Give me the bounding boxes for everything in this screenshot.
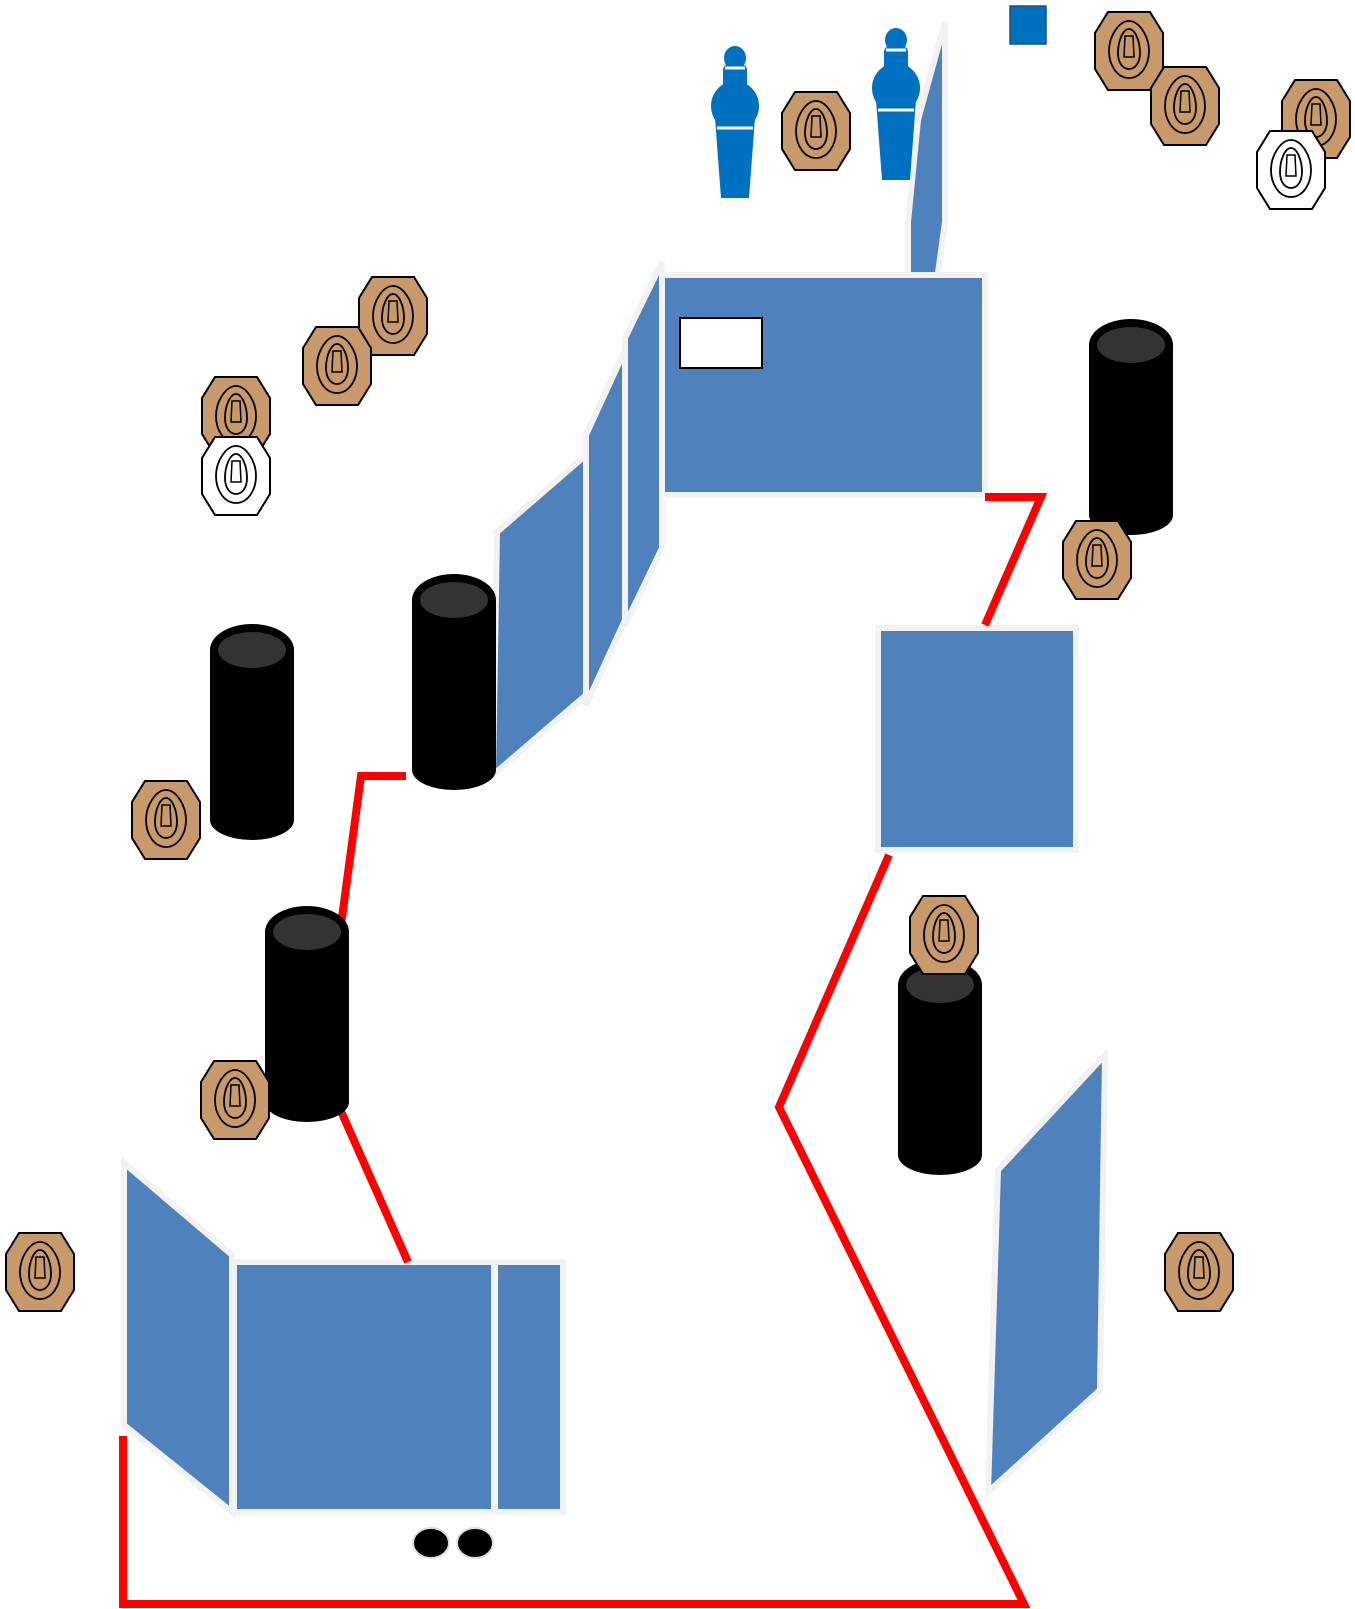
barrel-upper-right <box>1089 319 1173 535</box>
fault-line-left-lower <box>332 1098 412 1264</box>
wall-upper-strip-2 <box>583 348 628 707</box>
wall-upper-strip-3 <box>489 448 589 782</box>
footprint-right <box>456 1527 494 1559</box>
wall-right-middle <box>875 625 1079 853</box>
wall-right-lower <box>984 1047 1109 1499</box>
barrel-mid-left <box>412 574 496 790</box>
footprint-left <box>412 1527 450 1559</box>
target-tan <box>302 326 372 406</box>
walls <box>121 21 1109 1519</box>
target-tan <box>131 780 201 860</box>
fault-line-upper-right <box>981 493 1048 627</box>
wall-top-slant <box>905 21 948 283</box>
wall-upper-center <box>652 272 988 498</box>
target-white <box>201 436 271 516</box>
wall-label-box <box>679 317 763 369</box>
wall-upper-strip-1 <box>622 260 665 627</box>
wall-bottom-left-main <box>231 1259 497 1515</box>
barrel-lower-left <box>265 906 349 1122</box>
target-white <box>1256 130 1326 210</box>
target-tan <box>909 895 979 975</box>
fault-line-main <box>119 853 1031 1608</box>
start-position-marker <box>412 1527 494 1559</box>
target-tan <box>1094 11 1164 91</box>
fault-lines <box>119 493 1048 1608</box>
steel-plate <box>1009 5 1047 45</box>
wall-bottom-left-wing <box>121 1156 235 1519</box>
popper <box>709 44 761 200</box>
barrel-far-left <box>210 624 294 840</box>
wall-bottom-left-narrow <box>492 1259 566 1515</box>
target-tan <box>5 1232 75 1312</box>
target-tan <box>1062 520 1132 600</box>
target-tan <box>1150 66 1220 146</box>
fault-line-left-upper <box>335 772 406 941</box>
target-tan <box>1164 1232 1234 1312</box>
target-tan <box>200 1060 270 1140</box>
target-tan <box>781 91 851 171</box>
barrel-lower-right <box>898 959 982 1175</box>
paper-targets-tan <box>5 11 1351 1312</box>
